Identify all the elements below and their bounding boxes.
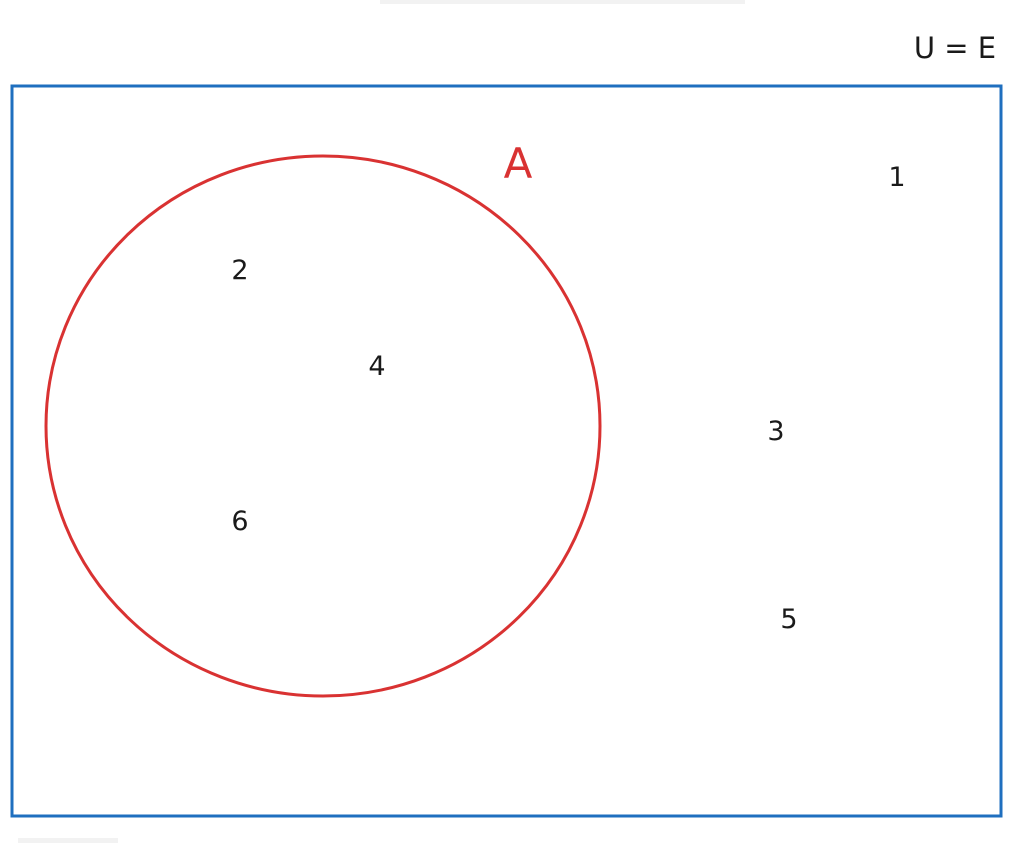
set-a-label: A: [504, 139, 533, 188]
outside-element: 1: [888, 162, 905, 193]
outside-element: 5: [780, 604, 797, 635]
top-edge-shade: [380, 0, 745, 4]
bottom-edge-shade: [18, 838, 118, 843]
set-a-element: 6: [231, 506, 248, 537]
set-a-element: 2: [231, 255, 248, 286]
universe-box: [10, 84, 1003, 818]
universe-label: U = E: [914, 31, 996, 65]
outside-element: 3: [767, 416, 784, 447]
set-a-element: 4: [368, 351, 385, 382]
set-a-circle: [44, 154, 602, 698]
